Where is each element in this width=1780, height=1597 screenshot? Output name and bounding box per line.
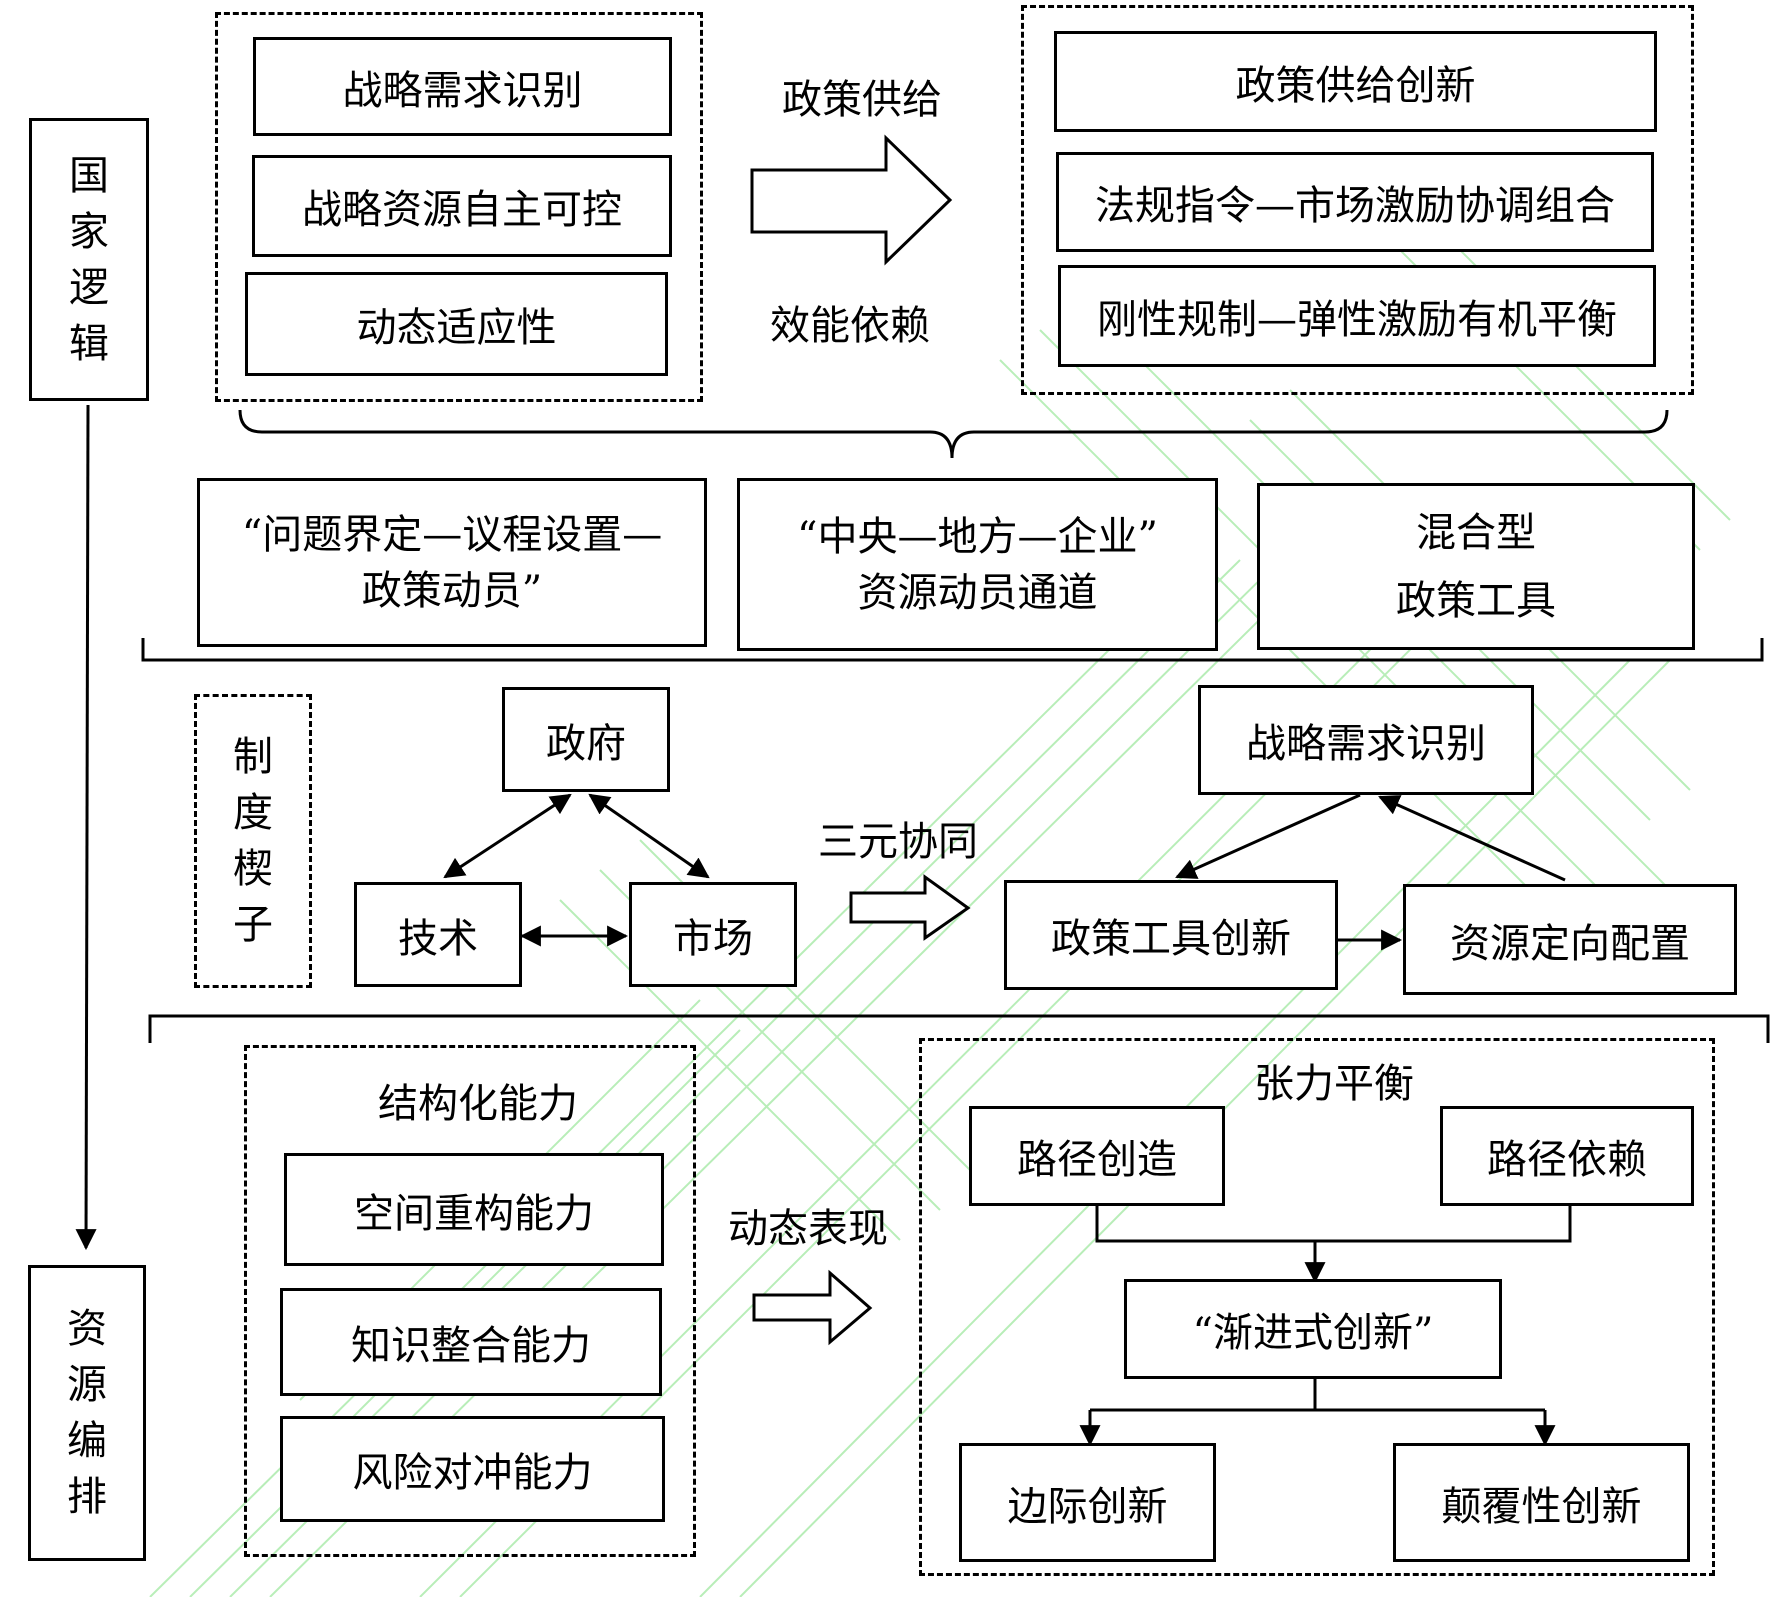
dynamic-arrow — [752, 1269, 873, 1346]
marginal-innovation-box: 边际创新 — [959, 1443, 1216, 1562]
strategic-need-label: 战略需求识别 — [342, 67, 583, 114]
wedge-char: 制 — [233, 734, 273, 780]
incremental-innovation-box: “渐进式创新” — [1124, 1279, 1502, 1379]
resource-directed-allocation-box: 资源定向配置 — [1403, 884, 1737, 995]
side-char: 逻 — [69, 264, 109, 311]
policy-supply-innovation-label: 政策供给创新 — [1235, 62, 1476, 109]
strategic-need-identification-label: 战略需求识别 — [1246, 721, 1486, 767]
structural-capability-title: 结构化能力 — [378, 1081, 578, 1127]
hybrid-line-1: 混合型 — [1416, 509, 1536, 556]
hybrid-line-2: 政策工具 — [1396, 577, 1556, 624]
policy-supply-arrow — [750, 134, 953, 266]
strategic-need-identification-box: 战略需求识别 — [1198, 685, 1534, 795]
market-label: 市场 — [673, 915, 753, 962]
risk-hedging-box: 风险对冲能力 — [280, 1416, 665, 1522]
rigid-flexible-label: 刚性规制—弹性激励有机平衡 — [1097, 297, 1617, 343]
knowledge-integration-label: 知识整合能力 — [351, 1323, 591, 1369]
bottom-bracket — [148, 1014, 1770, 1043]
tension-balance-group — [919, 1038, 1715, 1576]
tripartite-synergy-label: 三元协同 — [818, 819, 978, 865]
path-dependence-box: 路径依赖 — [1440, 1106, 1694, 1206]
policy-innovation-group — [1021, 5, 1694, 395]
wedge-char: 度 — [233, 790, 273, 836]
strategic-need-box: 战略需求识别 — [253, 37, 672, 136]
side-char: 国 — [69, 152, 109, 199]
policy-supply-innovation-box: 政策供给创新 — [1054, 31, 1657, 132]
dynamic-adaptability-label: 动态适应性 — [356, 305, 557, 351]
disruptive-innovation-label: 颠覆性创新 — [1441, 1483, 1642, 1530]
agenda-line-1: “问题界定—议程设置— — [241, 511, 663, 558]
mobilization-line-1: “中央—地方—企业” — [797, 513, 1158, 560]
marginal-innovation-label: 边际创新 — [1007, 1483, 1168, 1530]
need-to-policytool — [1175, 793, 1361, 879]
resource-mobilization-box: “中央—地方—企业” 资源动员通道 — [737, 478, 1218, 651]
dynamic-adaptability-box: 动态适应性 — [245, 272, 668, 376]
strategic-resource-label: 战略资源自主可控 — [302, 187, 622, 233]
path-dependence-label: 路径依赖 — [1487, 1137, 1647, 1183]
risk-hedging-label: 风险对冲能力 — [352, 1450, 593, 1496]
regulation-market-label: 法规指令—市场激励协调组合 — [1095, 183, 1615, 229]
tension-balance-title: 张力平衡 — [1254, 1061, 1414, 1107]
structural-capability-group — [244, 1045, 696, 1557]
hybrid-policy-tool-box: 混合型 政策工具 — [1257, 483, 1695, 650]
tripartite-arrow — [849, 874, 971, 941]
allocation-to-need — [1378, 795, 1566, 882]
technology-box: 技术 — [354, 882, 522, 987]
technology-label: 技术 — [398, 915, 478, 962]
institutional-wedge-box: 制 度 楔 子 — [194, 694, 312, 988]
path-creation-label: 路径创造 — [1017, 1137, 1177, 1183]
incremental-innovation-label: “渐进式创新” — [1192, 1310, 1434, 1356]
agenda-line-2: 政策动员” — [361, 567, 543, 614]
national-logic-box: 国 家 逻 辑 — [29, 118, 149, 401]
side-char: 辑 — [69, 320, 109, 367]
policy-tool-innovation-box: 政策工具创新 — [1004, 880, 1338, 990]
rigid-flexible-box: 刚性规制—弹性激励有机平衡 — [1058, 265, 1656, 367]
regulation-market-box: 法规指令—市场激励协调组合 — [1056, 152, 1654, 252]
path-creation-box: 路径创造 — [969, 1106, 1225, 1206]
wedge-char: 楔 — [233, 846, 273, 892]
government-label: 政府 — [546, 720, 626, 767]
knowledge-integration-box: 知识整合能力 — [280, 1288, 662, 1396]
middle-bracket — [141, 638, 1764, 662]
mobilization-line-2: 资源动员通道 — [857, 569, 1098, 616]
spatial-restructuring-box: 空间重构能力 — [284, 1153, 664, 1266]
main-vertical-arrow — [75, 404, 97, 1251]
strategic-group — [215, 12, 703, 402]
gov-tech-link — [443, 793, 572, 879]
side-char: 编 — [67, 1418, 107, 1464]
side-char: 资 — [67, 1306, 107, 1352]
side-char: 家 — [69, 208, 109, 255]
gov-market-link — [588, 793, 710, 879]
government-box: 政府 — [502, 687, 670, 792]
top-brace — [238, 409, 1669, 459]
efficacy-dependence-label: 效能依赖 — [770, 303, 930, 349]
spatial-restructuring-label: 空间重构能力 — [354, 1190, 594, 1237]
side-char: 排 — [67, 1474, 107, 1520]
side-char: 源 — [67, 1362, 107, 1408]
dynamic-performance-label: 动态表现 — [728, 1206, 888, 1252]
agenda-setting-box: “问题界定—议程设置— 政策动员” — [197, 478, 707, 647]
strategic-resource-box: 战略资源自主可控 — [252, 155, 672, 257]
path-creation-connector — [1095, 1205, 1572, 1243]
disruptive-innovation-box: 颠覆性创新 — [1393, 1443, 1690, 1562]
policy-supply-label: 政策供给 — [782, 77, 942, 123]
wedge-char: 子 — [233, 902, 273, 948]
market-box: 市场 — [629, 882, 797, 987]
policy-tool-innovation-label: 政策工具创新 — [1051, 916, 1291, 962]
resource-orchestration-box: 资 源 编 排 — [28, 1265, 146, 1561]
resource-directed-allocation-label: 资源定向配置 — [1450, 920, 1690, 967]
